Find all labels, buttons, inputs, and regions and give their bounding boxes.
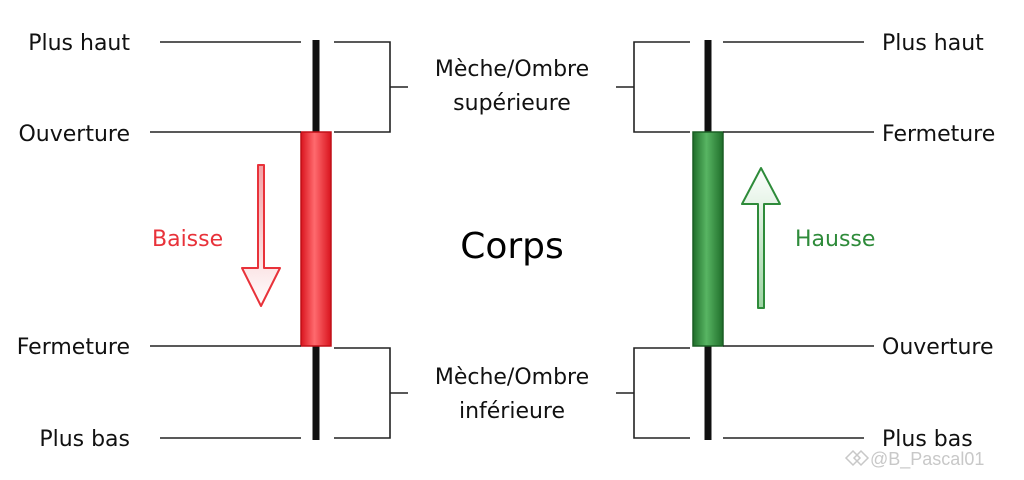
bullish-body xyxy=(692,131,724,347)
watermark: @B_Pascal01 xyxy=(844,449,984,470)
watermark-text: @B_Pascal01 xyxy=(870,449,984,470)
bullish-trend-label: Hausse xyxy=(795,227,875,252)
upper-right-bracket xyxy=(633,41,690,133)
arrow-up-icon xyxy=(741,167,781,309)
bullish-high-label: Plus haut xyxy=(882,31,984,56)
bearish-trend-label: Baisse xyxy=(152,227,223,252)
upper-wick-label-line1: Mèche/Ombre xyxy=(435,57,589,82)
bullish-candle xyxy=(692,40,724,440)
lower-wick-label-line2: inférieure xyxy=(459,399,565,424)
lower-wick-label-line1: Mèche/Ombre xyxy=(435,365,589,390)
bullish-low-label: Plus bas xyxy=(882,427,973,452)
upper-left-bracket xyxy=(334,41,391,133)
upper-wick-label-line2: supérieure xyxy=(453,91,571,116)
diamond-logo-icon xyxy=(844,449,870,467)
bearish-open-label: Ouverture xyxy=(18,122,130,147)
lower-left-bracket xyxy=(334,347,391,439)
bearish-candle xyxy=(300,40,332,440)
body-label: Corps xyxy=(460,226,564,267)
bullish-close-label: Fermeture xyxy=(882,122,995,147)
lower-right-bracket xyxy=(633,347,690,439)
bearish-body xyxy=(300,131,332,347)
arrow-down-icon xyxy=(241,164,281,307)
bearish-close-label: Fermeture xyxy=(17,335,130,360)
bearish-high-label: Plus haut xyxy=(28,31,130,56)
bullish-open-label: Ouverture xyxy=(882,335,994,360)
bearish-low-label: Plus bas xyxy=(39,427,130,452)
